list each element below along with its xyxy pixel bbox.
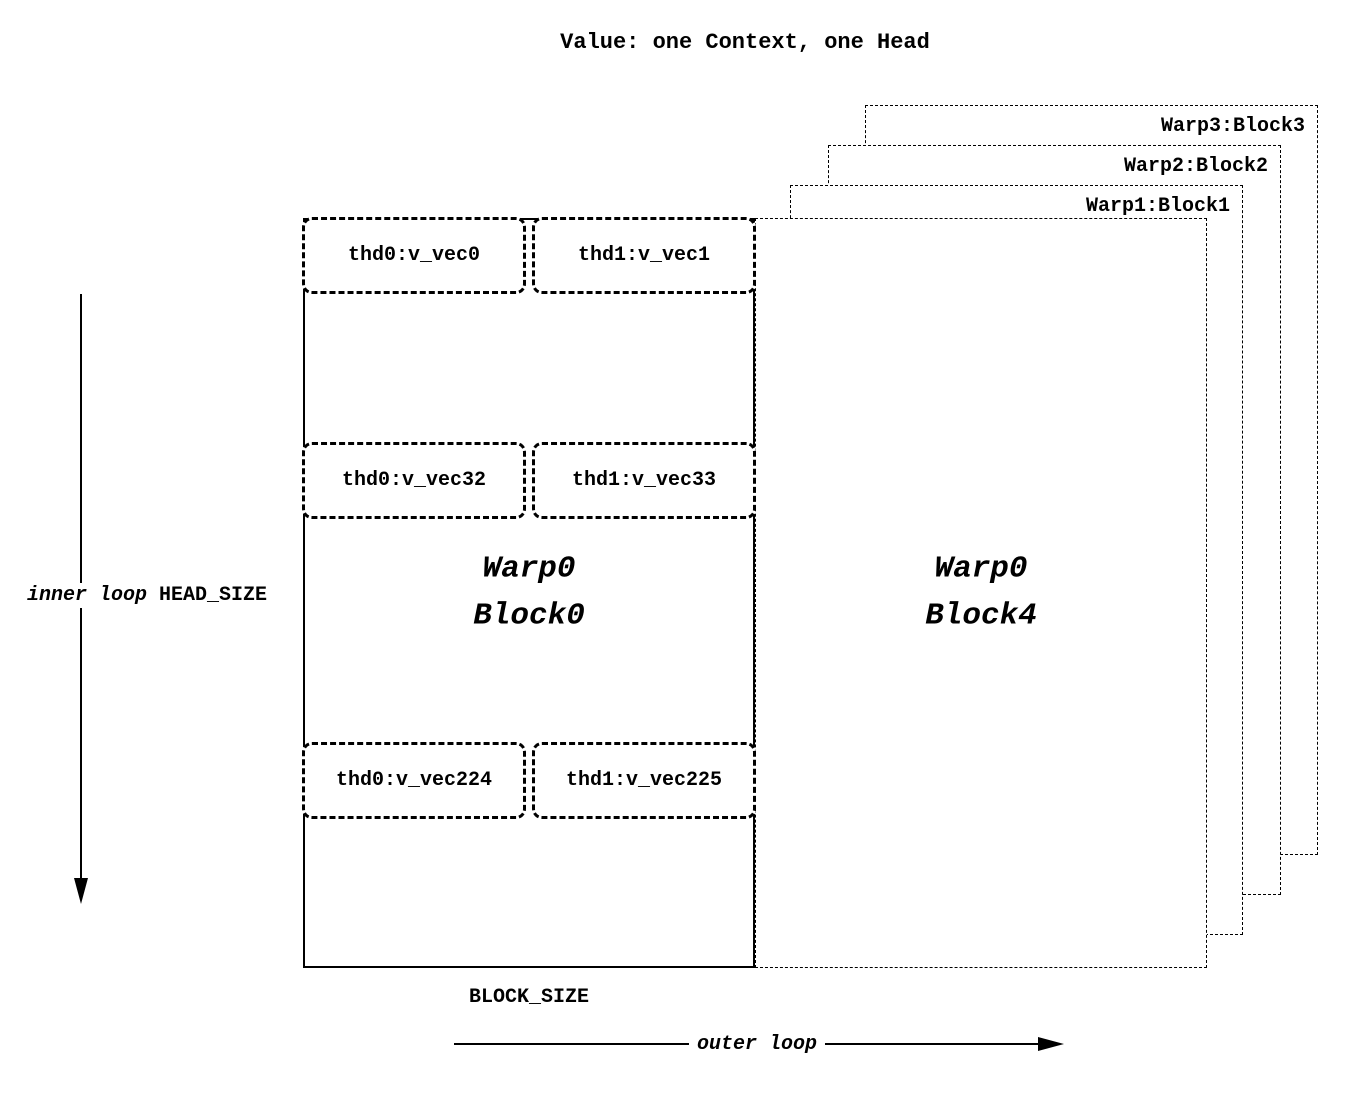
- warp0-block0-label: Warp0 Block0: [305, 547, 753, 640]
- warp0-block0-rect: thd0:v_vec0 thd1:v_vec1 thd0:v_vec32 thd…: [302, 217, 756, 968]
- vec-box-row3-thd1-label: thd1:v_vec225: [565, 769, 723, 792]
- warp0-block4-label-line2: Block4: [925, 598, 1037, 633]
- vec-row-2: thd0:v_vec32 thd1:v_vec33: [302, 442, 756, 519]
- warp0-block0-label-line1: Warp0: [482, 551, 576, 587]
- head-size-label: HEAD_SIZE: [159, 584, 268, 607]
- vec-box-row2-thd0: thd0:v_vec32: [302, 442, 526, 519]
- warp0-block4-rect: Warp0 Block4: [755, 218, 1207, 968]
- vec-box-row3-thd1: thd1:v_vec225: [532, 742, 756, 819]
- warp3-block3-label: Warp3:Block3: [1160, 115, 1305, 138]
- vec-box-row2-thd1: thd1:v_vec33: [532, 442, 756, 519]
- inner-loop-label: inner loop HEAD_SIZE: [25, 583, 270, 608]
- vec-box-row2-thd1-label: thd1:v_vec33: [571, 469, 717, 492]
- vec-box-row3-thd0-label: thd0:v_vec224: [335, 769, 493, 792]
- warp1-block1-label: Warp1:Block1: [1085, 195, 1230, 218]
- vec-box-row3-thd0: thd0:v_vec224: [302, 742, 526, 819]
- vec-box-row1-thd0: thd0:v_vec0: [302, 217, 526, 294]
- vec-box-row1-thd0-label: thd0:v_vec0: [347, 244, 481, 267]
- warp0-block4-label-line1: Warp0: [934, 551, 1028, 587]
- warp0-block0-label-line2: Block0: [473, 598, 585, 633]
- vec-row-3: thd0:v_vec224 thd1:v_vec225: [302, 742, 756, 819]
- warp0-block4-label: Warp0 Block4: [756, 547, 1206, 640]
- diagram-title: Value: one Context, one Head: [560, 30, 930, 55]
- block-size-label: BLOCK_SIZE: [468, 986, 590, 1009]
- inner-loop-text: inner loop: [27, 584, 148, 607]
- vec-box-row1-thd1: thd1:v_vec1: [532, 217, 756, 294]
- warp2-block2-label: Warp2:Block2: [1123, 155, 1268, 178]
- vec-row-1: thd0:v_vec0 thd1:v_vec1: [302, 217, 756, 294]
- vec-box-row1-thd1-label: thd1:v_vec1: [577, 244, 711, 267]
- vec-box-row2-thd0-label: thd0:v_vec32: [341, 469, 487, 492]
- outer-loop-label: outer loop: [688, 1033, 826, 1056]
